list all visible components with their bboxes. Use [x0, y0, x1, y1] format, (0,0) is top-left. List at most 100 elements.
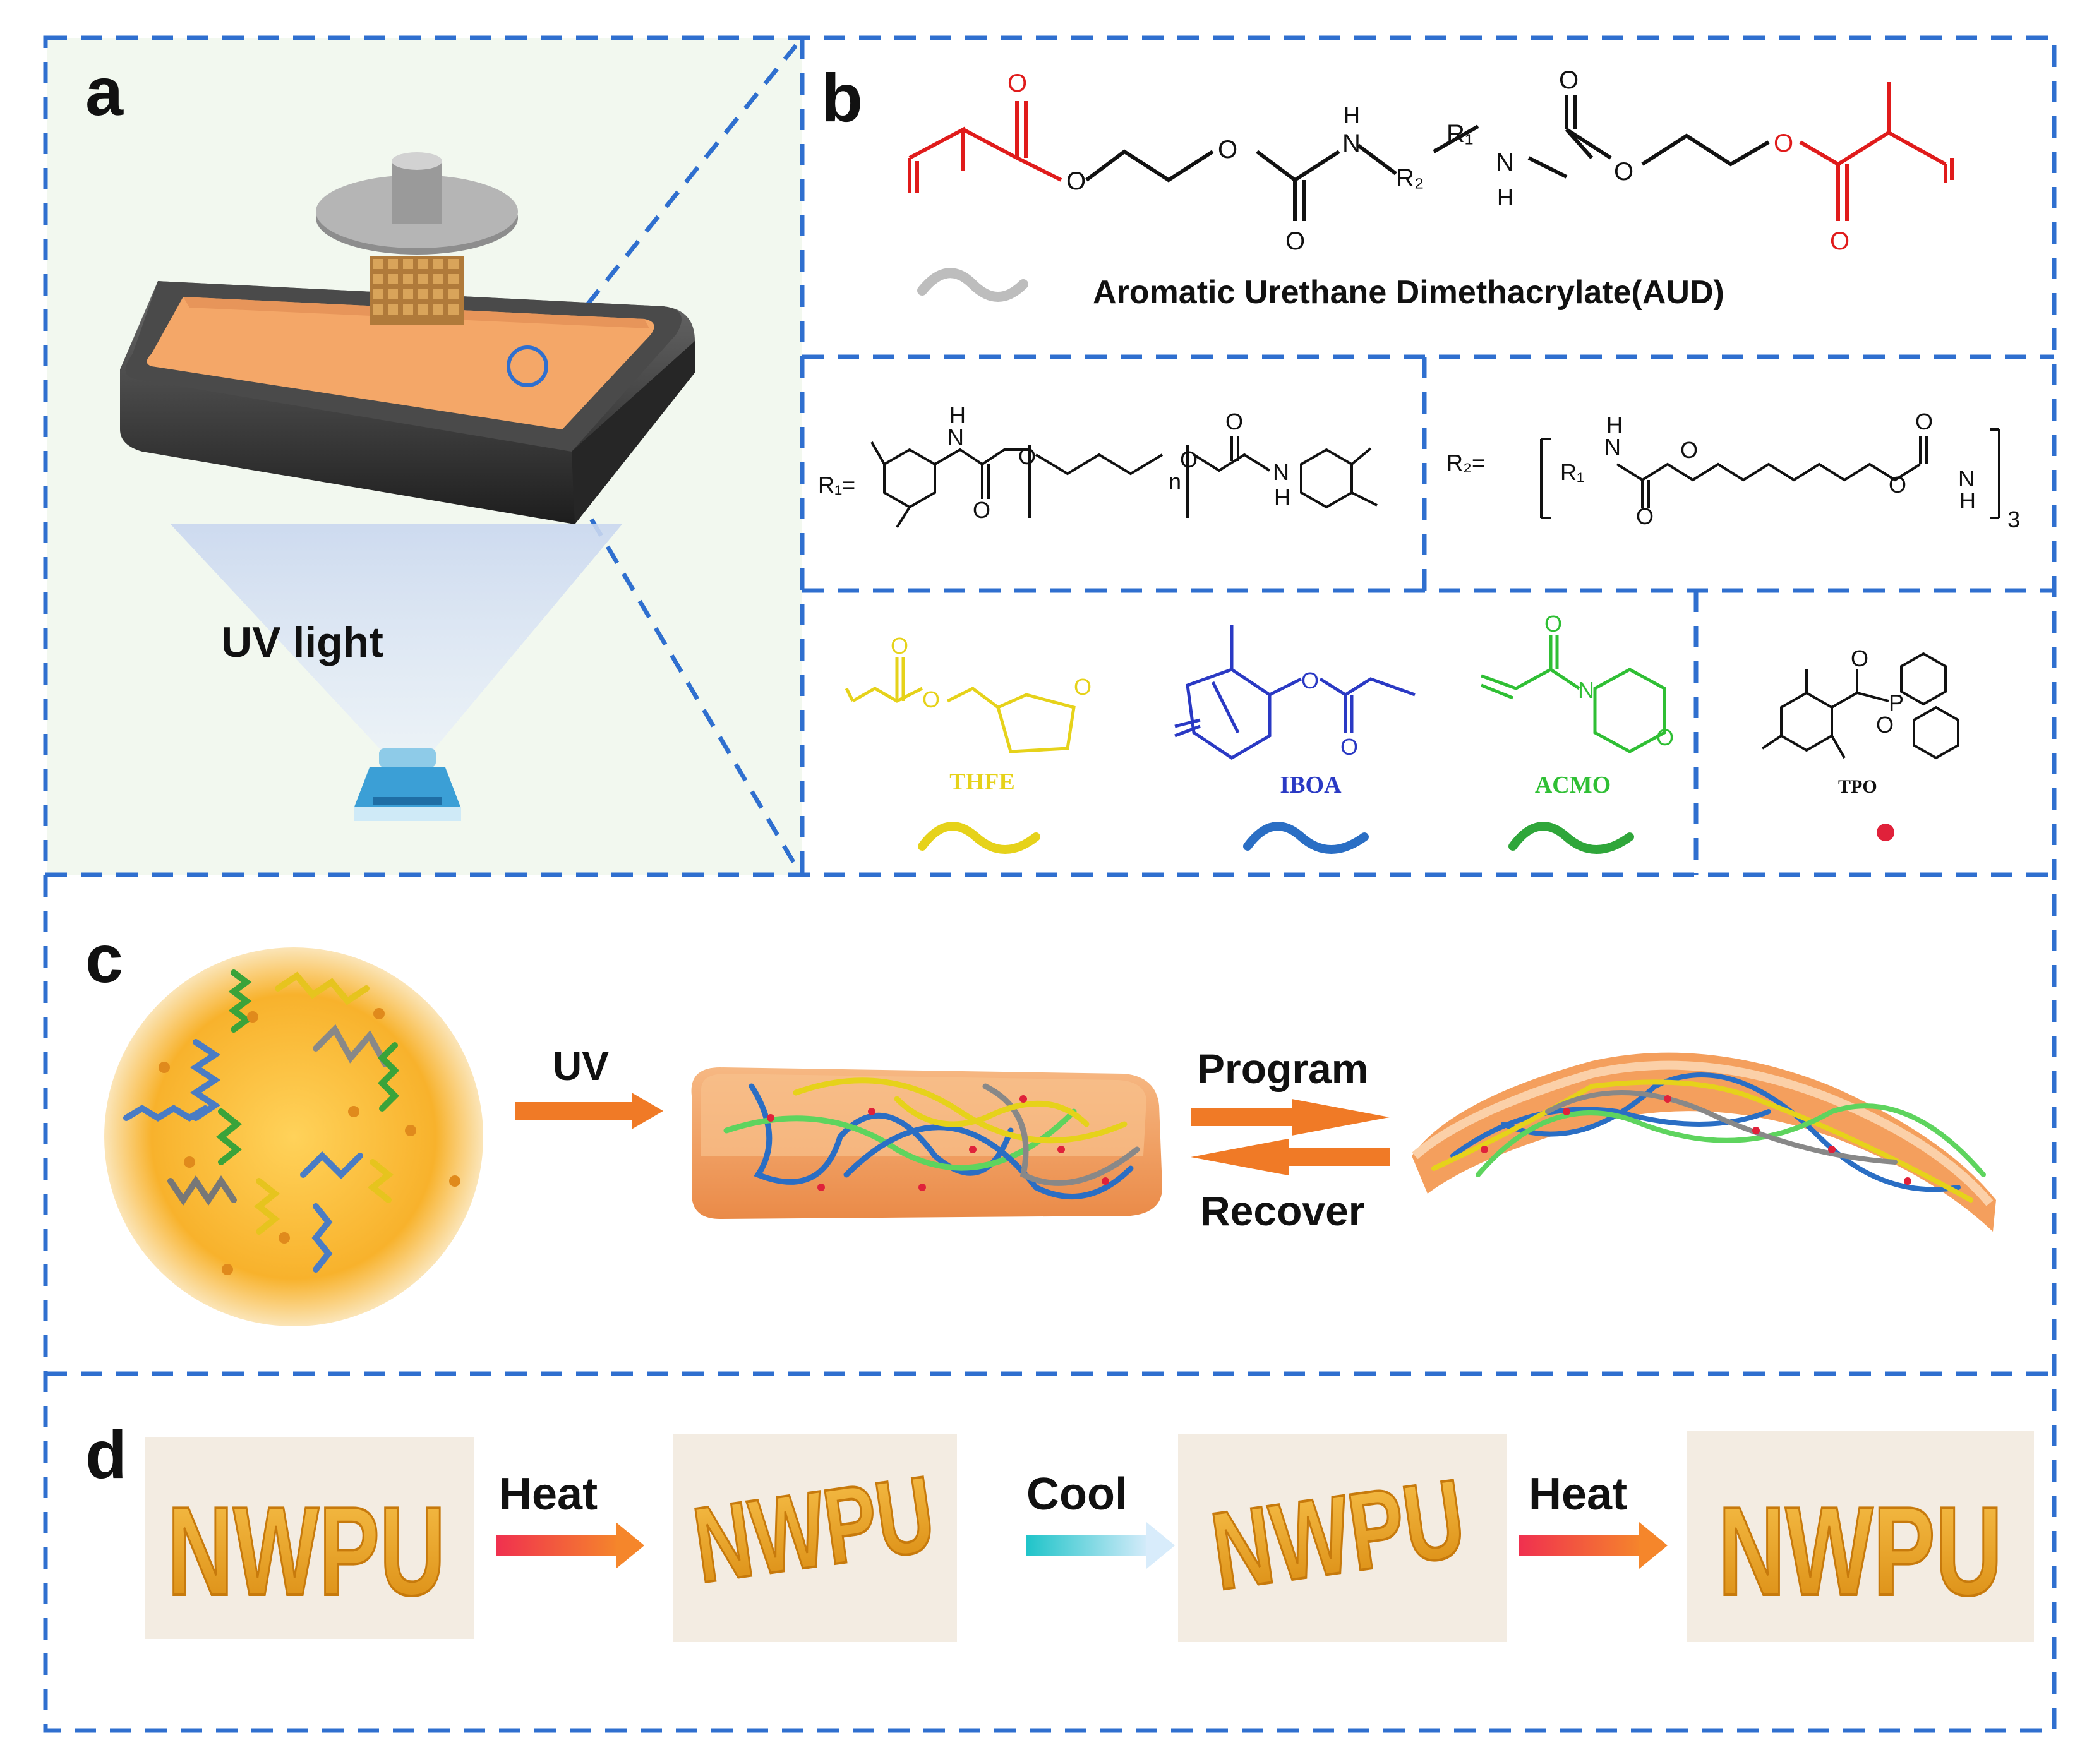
- cool-label: Cool: [1026, 1469, 1128, 1520]
- svg-text:N: N: [1273, 459, 1289, 485]
- outer-dashed-frame: [43, 35, 2057, 1733]
- svg-text:O: O: [1340, 734, 1358, 760]
- svg-text:H: H: [1959, 488, 1976, 513]
- acmo-structure: [1481, 635, 1666, 753]
- zoom-line-bottom: [525, 409, 802, 873]
- heat-label-2: Heat: [1529, 1469, 1627, 1520]
- r1-label: R₁=: [818, 472, 855, 498]
- tpo-label: TPO: [1838, 776, 1877, 797]
- uv-arrow-icon: [515, 1093, 663, 1129]
- svg-text:O: O: [1656, 724, 1674, 750]
- svg-text:H: H: [949, 402, 966, 428]
- panel-a-letter: a: [85, 53, 124, 129]
- svg-text:O: O: [1218, 136, 1237, 164]
- program-arrow-icon: [1191, 1099, 1390, 1136]
- iboa-atoms: O O: [1301, 668, 1358, 760]
- program-label: Program: [1197, 1045, 1368, 1092]
- svg-text:N: N: [1496, 148, 1514, 176]
- print-original: NWPU: [167, 1481, 445, 1622]
- uv-light-label: UV light: [221, 618, 383, 666]
- uv-beam: [171, 524, 622, 755]
- acmo-label: ACMO: [1535, 772, 1611, 798]
- svg-text:H: H: [1497, 184, 1513, 210]
- svg-text:R₁: R₁: [1560, 459, 1584, 485]
- svg-text:O: O: [922, 687, 940, 712]
- svg-text:n: n: [1169, 469, 1181, 495]
- acmo-atoms: O N O: [1544, 611, 1674, 750]
- svg-text:N: N: [1604, 434, 1621, 460]
- iboa-wave-icon: [1243, 822, 1369, 854]
- panel-c-letter: c: [85, 920, 123, 997]
- heat-label-1: Heat: [499, 1469, 598, 1520]
- iboa-structure: [1174, 625, 1416, 760]
- aud-structure: [908, 82, 1954, 221]
- cool-arrow-icon: [1026, 1522, 1175, 1569]
- svg-text:O: O: [1018, 443, 1036, 469]
- svg-text:O: O: [891, 633, 908, 659]
- svg-text:O: O: [1830, 227, 1849, 255]
- svg-text:N: N: [1342, 129, 1361, 157]
- svg-text:R₁: R₁: [1446, 120, 1473, 148]
- svg-text:O: O: [1915, 409, 1933, 435]
- print-recovered: NWPU: [1718, 1481, 2002, 1622]
- tpo-structure: [1761, 652, 1959, 760]
- uv-lamp: [354, 748, 461, 821]
- svg-text:H: H: [1606, 412, 1623, 438]
- photo-original-background: [145, 1437, 474, 1639]
- panel-b-letter: b: [821, 59, 863, 136]
- monomer-blob: [104, 947, 483, 1326]
- svg-text:O: O: [1851, 645, 1868, 671]
- svg-text:O: O: [1285, 227, 1305, 255]
- svg-text:H: H: [1274, 484, 1290, 510]
- thfe-structure: [845, 657, 1076, 753]
- svg-text:O: O: [1559, 66, 1579, 94]
- printed-slab: [691, 1067, 1162, 1219]
- svg-text:P: P: [1889, 690, 1904, 716]
- svg-text:O: O: [1614, 158, 1633, 186]
- heat-arrow-icon-2: [1519, 1522, 1668, 1569]
- thfe-label: THFE: [949, 769, 1014, 795]
- r1-atom-labels: N H O O n O O N H: [947, 402, 1290, 523]
- thfe-wave-icon: [918, 822, 1040, 854]
- build-plate: [316, 152, 518, 325]
- r1-structure: [870, 436, 1378, 529]
- recover-label: Recover: [1200, 1187, 1365, 1234]
- r2-label: R₂=: [1446, 450, 1485, 476]
- svg-text:O: O: [1774, 129, 1793, 157]
- svg-text:N: N: [1578, 677, 1594, 703]
- panel-d-letter: d: [85, 1416, 127, 1492]
- tpo-atoms: P O O: [1851, 645, 1904, 738]
- thfe-atoms: O O O: [891, 633, 1092, 712]
- svg-text:O: O: [1066, 167, 1086, 195]
- photo-deformed-background: [673, 1434, 957, 1642]
- svg-text:N: N: [1958, 465, 1975, 491]
- svg-text:O: O: [973, 497, 990, 523]
- photo-fixed-background: [1178, 1434, 1507, 1642]
- svg-text:O: O: [1180, 447, 1198, 472]
- svg-text:R₂: R₂: [1396, 164, 1424, 192]
- svg-text:O: O: [1074, 674, 1092, 700]
- svg-text:3: 3: [2007, 507, 2020, 532]
- svg-text:N: N: [947, 424, 964, 450]
- svg-text:O: O: [1876, 712, 1894, 738]
- svg-text:O: O: [1007, 69, 1027, 97]
- tpo-dot-icon: [1877, 824, 1894, 841]
- svg-text:O: O: [1636, 503, 1654, 529]
- heat-arrow-icon-1: [496, 1522, 644, 1569]
- uv-arrow-label: UV: [553, 1043, 609, 1089]
- iboa-label: IBOA: [1280, 772, 1342, 798]
- recover-arrow-icon: [1191, 1139, 1390, 1175]
- svg-text:O: O: [1889, 472, 1906, 498]
- r2-atom-labels: R₁ N H O O O O N H 3: [1560, 409, 2020, 532]
- svg-text:H: H: [1344, 102, 1360, 128]
- aud-label: Aromatic Urethane Dimethacrylate(AUD): [1093, 274, 1724, 311]
- aud-wave-icon: [917, 268, 1028, 302]
- svg-text:O: O: [1544, 611, 1562, 637]
- svg-text:O: O: [1680, 437, 1698, 463]
- photo-recovered-background: [1687, 1431, 2034, 1642]
- svg-text:O: O: [1301, 668, 1319, 693]
- acmo-wave-icon: [1508, 822, 1634, 854]
- svg-text:O: O: [1225, 409, 1243, 435]
- aud-atom-labels: O O O O N H R₂ R₁ N H O O O O: [1007, 66, 1849, 255]
